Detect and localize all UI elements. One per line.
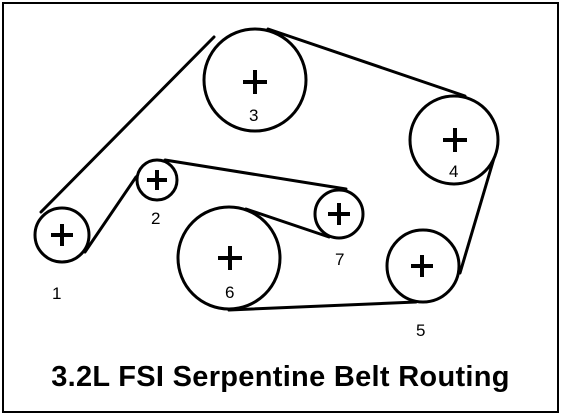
pulley-2-center-icon (147, 170, 167, 190)
pulley-4-center-icon (443, 128, 467, 152)
pulley-3-center-icon (243, 70, 267, 94)
pulley-label-2: 2 (151, 209, 160, 228)
pulley-label-1: 1 (52, 284, 61, 303)
belt-segment-5-6 (227, 300, 418, 312)
belt-segment-1-3 (39, 35, 216, 214)
belt-segment-4-5 (458, 146, 499, 275)
pulley-label-3: 3 (249, 106, 258, 125)
pulley-6-center-icon (218, 246, 242, 270)
pulley-label-6: 6 (225, 283, 234, 302)
pulley-1-center-icon (51, 224, 73, 246)
belt-segment-3-4 (266, 27, 467, 98)
pulley-7-center-icon (328, 203, 350, 225)
pulley-label-5: 5 (416, 321, 425, 340)
pulley-label-4: 4 (449, 162, 458, 181)
belt-segment-6-7 (244, 207, 331, 239)
belt-segment-7-2 (163, 158, 348, 191)
pulley-5-center-icon (411, 255, 433, 277)
pulley-label-7: 7 (335, 250, 344, 269)
diagram-title: 3.2L FSI Serpentine Belt Routing (51, 361, 510, 393)
belt-segment-2-1 (83, 175, 138, 254)
